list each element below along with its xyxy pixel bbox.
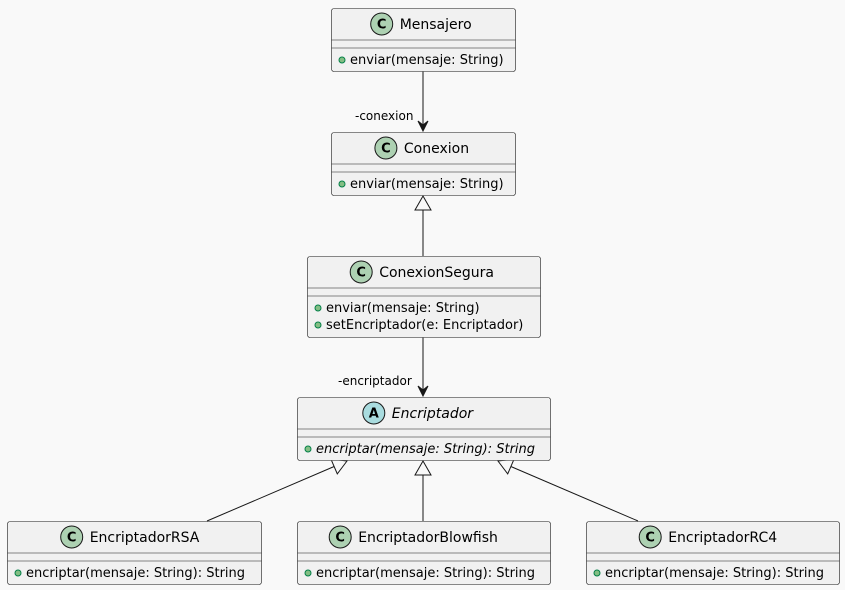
class-encriptador-rsa[interactable]: C EncriptadorRSA encriptar(mensaje: String… — [7, 521, 262, 585]
class-conexion-segura[interactable]: C ConexionSegura enviar(mensaje: String) se… — [307, 256, 541, 338]
relation-conexion-segura-to-conexion — [414, 194, 432, 256]
stereotype-letter: C — [377, 18, 387, 33]
class-method: encriptar(mensaje: String): String — [316, 442, 535, 457]
public-visibility-icon — [304, 445, 312, 453]
class-name: Conexion — [404, 141, 469, 157]
relation-encriptador-rc4-to-encriptador — [497, 458, 639, 522]
class-icon — [374, 136, 398, 160]
class-method: enviar(mensaje: String) — [326, 301, 480, 316]
role-label: -conexion — [355, 109, 413, 123]
stereotype-letter: C — [335, 531, 345, 546]
class-encriptador-blowfish[interactable]: C EncriptadorBlowfish encriptar(mensaje: S… — [297, 521, 551, 585]
relation-encriptador-blowfish-to-encriptador — [414, 459, 432, 521]
class-name: Mensajero — [400, 17, 472, 33]
public-visibility-icon — [314, 304, 322, 312]
class-method: setEncriptador(e: Encriptador) — [326, 318, 523, 333]
inheritance-line — [510, 466, 639, 522]
public-visibility-icon — [304, 569, 312, 577]
public-visibility-icon — [338, 56, 346, 64]
public-visibility-icon — [338, 180, 346, 188]
inheritance-arrowhead — [414, 194, 432, 211]
relation-encriptador-rsa-to-encriptador — [206, 458, 348, 522]
class-method: enviar(mensaje: String) — [350, 177, 504, 192]
relations-layer: -conexion -encriptador — [206, 71, 639, 522]
class-method: encriptar(mensaje: String): String — [316, 566, 535, 581]
classes-layer: C Mensajero enviar(mensaje: String) C Conexi… — [7, 8, 840, 585]
class-mensajero[interactable]: C Mensajero enviar(mensaje: String) — [331, 8, 516, 72]
class-method: encriptar(mensaje: String): String — [605, 566, 824, 581]
class-encriptador-rc4[interactable]: C EncriptadorRC4 encriptar(mensaje: String… — [586, 521, 840, 585]
public-visibility-icon — [593, 569, 601, 577]
stereotype-letter: C — [356, 266, 366, 281]
stereotype-letter: A — [369, 407, 379, 422]
class-icon — [60, 525, 84, 549]
class-method: enviar(mensaje: String) — [350, 53, 504, 68]
inheritance-arrowhead — [414, 459, 432, 476]
class-encriptador[interactable]: A Encriptador encriptar(mensaje: String): … — [297, 397, 551, 461]
abstract-class-icon — [362, 401, 386, 425]
association-arrowhead — [417, 385, 429, 398]
class-icon — [370, 12, 394, 36]
stereotype-letter: C — [645, 531, 655, 546]
class-icon — [349, 260, 373, 284]
association-arrowhead — [417, 120, 429, 133]
public-visibility-icon — [314, 321, 322, 329]
public-visibility-icon — [14, 569, 22, 577]
class-method: encriptar(mensaje: String): String — [26, 566, 245, 581]
role-label: -encriptador — [338, 374, 412, 388]
class-name: EncriptadorBlowfish — [358, 530, 498, 546]
class-name: EncriptadorRC4 — [668, 530, 777, 546]
stereotype-letter: C — [67, 531, 77, 546]
relation-conexion-segura-to-encriptador: -encriptador — [338, 337, 429, 398]
relation-mensajero-to-conexion: -conexion — [355, 71, 429, 133]
class-name: EncriptadorRSA — [90, 530, 200, 546]
class-icon — [638, 525, 662, 549]
class-icon — [328, 525, 352, 549]
class-conexion[interactable]: C Conexion enviar(mensaje: String) — [331, 132, 516, 196]
stereotype-letter: C — [381, 142, 391, 157]
class-name: Encriptador — [392, 406, 474, 422]
inheritance-line — [206, 466, 335, 522]
class-name: ConexionSegura — [379, 265, 494, 281]
